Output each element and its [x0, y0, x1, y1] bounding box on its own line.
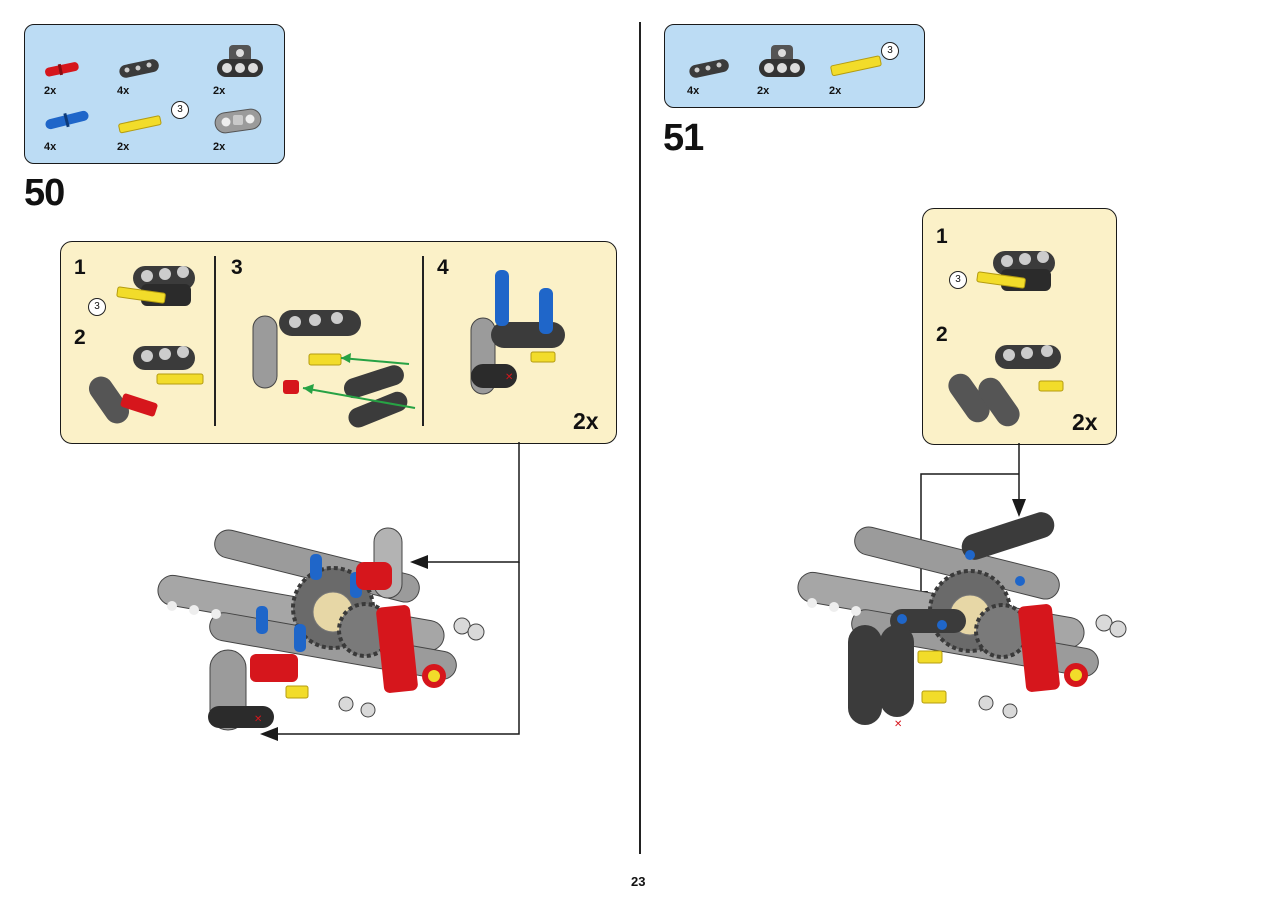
yellow-axle-icon [830, 55, 882, 77]
axle-length-callout: 3 [949, 271, 967, 289]
part-qty: 4x [44, 141, 57, 153]
dark-beam-icon [689, 59, 729, 78]
frame-assembly-model [252, 310, 416, 428]
step-50-main-model: ✕ [157, 527, 485, 731]
connector-with-axle-model [116, 266, 195, 306]
part-qty: 2x [117, 141, 130, 153]
red-pin-icon [45, 62, 79, 77]
frame-with-blue-pins-model: ✕ [470, 270, 565, 395]
part-qty: 2x [829, 85, 842, 97]
part-qty: 2x [213, 141, 226, 153]
part-qty: 2x [44, 85, 57, 97]
substep-number: 2 [936, 323, 948, 346]
svg-text:✕: ✕ [505, 372, 513, 383]
multiplier-label: 2x [1072, 409, 1098, 435]
substep-number: 2 [74, 326, 86, 349]
substep-divider [214, 256, 216, 426]
axle-length-callout: 3 [171, 101, 189, 119]
svg-text:✕: ✕ [894, 719, 902, 730]
grey-connector-icon [214, 108, 262, 134]
connector-with-axle-model [976, 251, 1055, 291]
dark-connector-icon [759, 45, 805, 77]
part-qty: 4x [117, 85, 130, 97]
parts-list-step-51: 4x 2x 3 2x [664, 24, 925, 108]
step-number: 51 [663, 117, 704, 159]
substep-number: 1 [74, 256, 86, 279]
blue-pin-icon [45, 110, 89, 130]
part-qty: 2x [757, 85, 770, 97]
part-qty: 2x [213, 85, 226, 97]
substep-number: 3 [231, 256, 243, 279]
step-number: 50 [24, 172, 65, 214]
axle-length-callout: 3 [881, 42, 899, 60]
subassembly-callout: 1 2 3 4 3 ✕ [60, 241, 617, 444]
multiplier-label: 2x [573, 408, 599, 434]
svg-text:✕: ✕ [254, 714, 262, 725]
substep-divider [422, 256, 424, 426]
page-number: 23 [631, 874, 646, 889]
substep-number: 1 [936, 225, 948, 248]
page-divider [639, 22, 641, 854]
substep-number: 4 [437, 256, 449, 279]
parts-list-step-50: 2x 4x 2x 4x 3 2x 2x [24, 24, 285, 164]
connector-with-double-beam-model [948, 345, 1064, 427]
part-qty: 4x [687, 85, 700, 97]
connector-with-beam-model [88, 346, 204, 424]
subassembly-callout: 1 2 3 2x [922, 208, 1117, 445]
yellow-axle-icon [118, 115, 162, 134]
dark-beam-icon [119, 59, 159, 78]
axle-length-callout: 3 [88, 298, 106, 316]
step-51-main-model: ✕ [797, 512, 1127, 730]
dark-connector-icon [217, 45, 263, 77]
